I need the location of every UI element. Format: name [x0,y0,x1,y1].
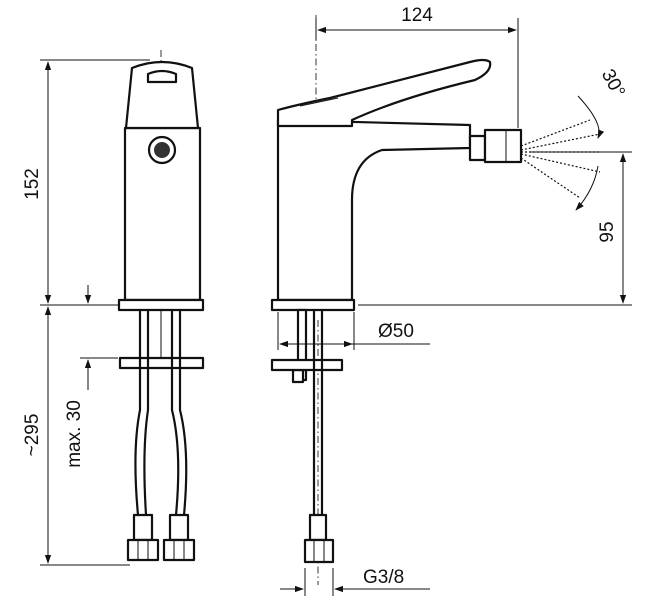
supply-hose-right [170,308,188,517]
supply-hose-left [134,308,150,517]
front-view [117,50,205,562]
side-hose-nut [303,538,335,564]
dim-label-d50: Ø50 [378,321,414,342]
front-base-plate [117,298,205,312]
dim-label-max30: max. 30 [64,400,85,468]
lever-edge [299,97,339,107]
spray-nozzle [483,128,523,164]
side-lever [276,58,492,128]
spray-line-up [520,133,601,151]
dim-label-30deg: 30° [597,66,629,101]
hose-fitting-left [132,513,154,542]
dim-label-124: 124 [401,5,433,26]
hose-nut-left [126,538,160,562]
side-base-plate [270,298,356,312]
front-dimensions: 152 ~295 max. 30 [22,59,150,566]
spray-line-upper [520,119,591,147]
aerator-ring [147,135,177,165]
dim-label-g38: G3/8 [363,567,404,588]
front-fixing-plate [118,356,205,370]
dim-label-152: 152 [22,168,43,200]
spray-nozzle-mount [468,134,487,162]
side-stud-nut [291,368,305,384]
dim-label-95: 95 [597,221,618,242]
hose-fitting-right [168,513,190,542]
dim-label-295: ~295 [22,414,43,457]
front-lever [124,60,200,130]
spray-line-lower [520,157,581,199]
side-view [270,15,601,585]
aerator-icon [154,142,170,158]
front-lever-slot [146,69,178,84]
side-fixing-plate [270,358,344,372]
side-body [276,118,472,302]
side-hose-fitting [308,513,328,542]
angle-arc-lower [575,165,599,211]
hose-nut-right [162,538,196,562]
angle-arc-upper [577,95,605,139]
spray-line-down [520,153,601,173]
